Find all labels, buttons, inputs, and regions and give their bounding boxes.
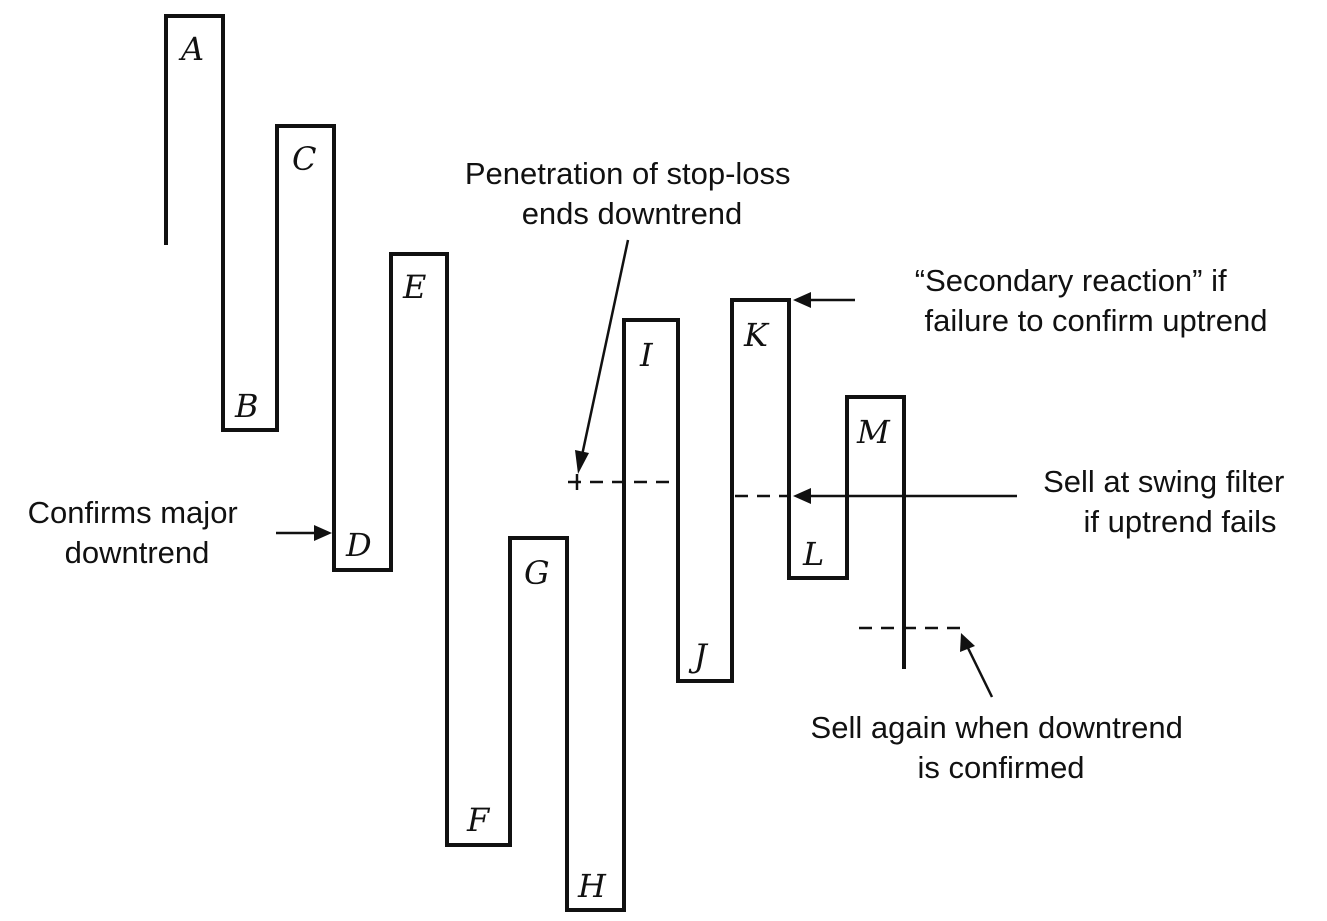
stop-loss-arrow-head [575,450,589,474]
label-l: L [802,535,824,573]
label-a: A [178,30,204,68]
sell-again-annotation: Sell again when downtrend is confirmed [811,710,1192,785]
label-k: K [743,316,770,354]
swing-filter-annotation-line-2: if uptrend fails [1084,504,1277,539]
sell-again-arrow-head [960,633,975,652]
sell-again-annotation-line-2: is confirmed [917,750,1084,785]
stop-loss-annotation-line-2: ends downtrend [522,196,743,231]
label-d: D [345,526,372,564]
label-g: G [524,554,550,592]
secondary-reaction-annotation-line-2: failure to confirm uptrend [925,303,1268,338]
confirms-major-annotation-line-2: downtrend [65,535,210,570]
confirms-major-annotation-line-1: Confirms major [28,495,238,530]
secondary-reaction-annotation: “Secondary reaction” if failure to confi… [915,263,1268,338]
stop-loss-annotation: Penetration of stop-loss ends downtrend [465,156,799,231]
price-swing-line [164,14,906,912]
swing-filter-annotation-line-1: Sell at swing filter [1043,464,1284,499]
confirms-major-annotation: Confirms major downtrend [28,495,247,570]
annotations: Penetration of stop-loss ends downtrend … [28,156,1293,785]
swing-filter-annotation: Sell at swing filter if uptrend fails [1043,464,1293,539]
label-b: B [234,387,259,425]
arrows [276,239,1017,698]
swing-filter-arrow-head [793,488,811,504]
label-j: J [688,637,709,675]
swing-path [164,14,906,912]
label-m: M [856,413,891,451]
label-c: C [292,140,316,178]
reference-lines [568,474,960,630]
secondary-reaction-arrow-head [793,292,811,308]
label-h: H [577,867,607,905]
label-e: E [402,268,426,306]
sell-again-arrow-shaft [966,647,994,698]
sell-again-annotation-line-1: Sell again when downtrend [811,710,1183,745]
label-f: F [466,801,491,839]
stop-loss-annotation-line-1: Penetration of stop-loss [465,156,791,191]
point-labels: A B C D E F G H I J K L M [178,30,891,905]
label-i: I [639,336,654,374]
stop-loss-arrow-shaft [579,239,630,461]
confirms-major-arrow-head [314,525,332,541]
secondary-reaction-annotation-line-1: “Secondary reaction” if [915,263,1227,298]
